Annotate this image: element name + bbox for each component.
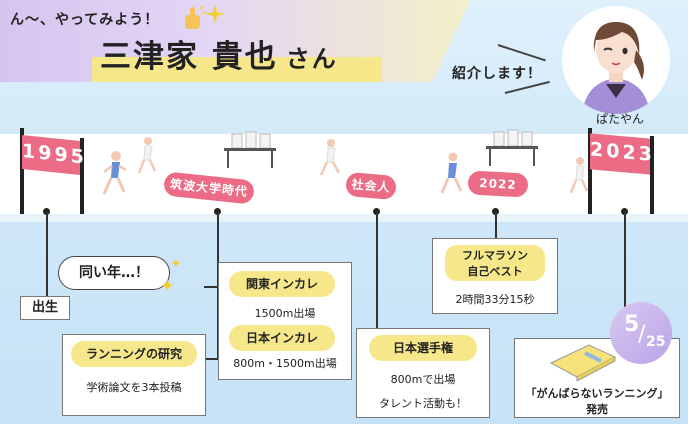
- flag-post: [20, 128, 24, 214]
- sparkle-icon: ✦: [160, 276, 176, 297]
- avatar-name: ぱたやん: [596, 112, 645, 126]
- person-name: 三津家 貴也さん: [92, 34, 346, 80]
- water-table-icon: [486, 129, 538, 166]
- research-title: ランニングの研究: [71, 341, 197, 367]
- flag-post: [80, 138, 84, 214]
- flag-1995: 1995: [22, 134, 87, 176]
- person-illustration: [582, 22, 650, 114]
- timeline-dot: [214, 208, 221, 215]
- catch-phrase: ん〜、やってみよう！: [10, 12, 160, 28]
- book-icon: [549, 344, 617, 381]
- national-card: 日本選手権 800mで出場 タレント活動も！: [356, 328, 490, 418]
- book-text-2: 発売: [586, 403, 608, 416]
- intercollege-card: 関東インカレ 1500m出場 日本インカレ 800m・1500m出場: [218, 262, 352, 380]
- national-text-1: 800mで出場: [390, 373, 456, 386]
- date-badge: 5 / 25: [610, 302, 672, 364]
- runner-icon: [137, 137, 157, 174]
- sparkle-icon: ✦: [170, 256, 182, 272]
- flag-post: [588, 128, 592, 214]
- pointing-hand-icon: [185, 6, 206, 29]
- research-text: 学術論文を3本投稿: [86, 381, 182, 394]
- date-month: 5: [624, 312, 640, 337]
- runner-icon: [102, 151, 127, 195]
- research-card: ランニングの研究 学術論文を3本投稿: [62, 334, 206, 416]
- name-main: 三津家 貴也: [100, 39, 278, 75]
- kanto-text: 1500m出場: [254, 307, 316, 320]
- track-shadow: [0, 214, 688, 222]
- connector: [495, 212, 497, 238]
- marathon-title-bg: [445, 245, 545, 281]
- japan-text: 800m・1500m出場: [233, 357, 337, 370]
- connector: [46, 212, 48, 296]
- pill-shakaijin: 社会人: [345, 171, 397, 201]
- connector: [624, 212, 626, 340]
- pill-2022: 2022: [467, 170, 529, 198]
- kanto-title: 関東インカレ: [229, 271, 335, 297]
- japan-title: 日本インカレ: [229, 325, 335, 351]
- national-text-2: タレント活動も！: [379, 397, 467, 410]
- runner-icon: [319, 139, 341, 176]
- intro-text: 紹介します！: [452, 66, 542, 82]
- timeline-dot: [373, 208, 380, 215]
- water-table-icon: [224, 131, 276, 168]
- timeline-dot: [621, 208, 628, 215]
- timeline-dot: [43, 208, 50, 215]
- national-title: 日本選手権: [369, 335, 477, 361]
- name-suffix: さん: [285, 45, 338, 73]
- connector: [204, 358, 218, 360]
- birth-label: 出生: [20, 296, 70, 320]
- date-slash: /: [638, 322, 646, 347]
- avatar: [562, 6, 670, 114]
- connector: [376, 212, 378, 328]
- marathon-card: フルマラソン 自己ベスト 2時間33分15秒: [432, 238, 558, 314]
- marathon-title-1: フルマラソン: [462, 249, 528, 262]
- name-highlight: [92, 40, 382, 82]
- flag-2023: 2023: [590, 133, 655, 175]
- connector: [204, 286, 218, 288]
- deco-line: [497, 44, 546, 62]
- book-text: 「がんばらないランニング」: [525, 387, 669, 400]
- sparkle-icon: [205, 4, 225, 24]
- marathon-text: 2時間33分15秒: [455, 293, 535, 306]
- flag-post: [650, 136, 654, 214]
- timeline-dot: [492, 208, 499, 215]
- speech-bubble: 同い年…！: [58, 256, 170, 290]
- runner-icon: [569, 157, 589, 194]
- runner-icon: [440, 152, 463, 194]
- date-day: 25: [646, 334, 666, 350]
- marathon-title-2: 自己ベスト: [467, 265, 523, 278]
